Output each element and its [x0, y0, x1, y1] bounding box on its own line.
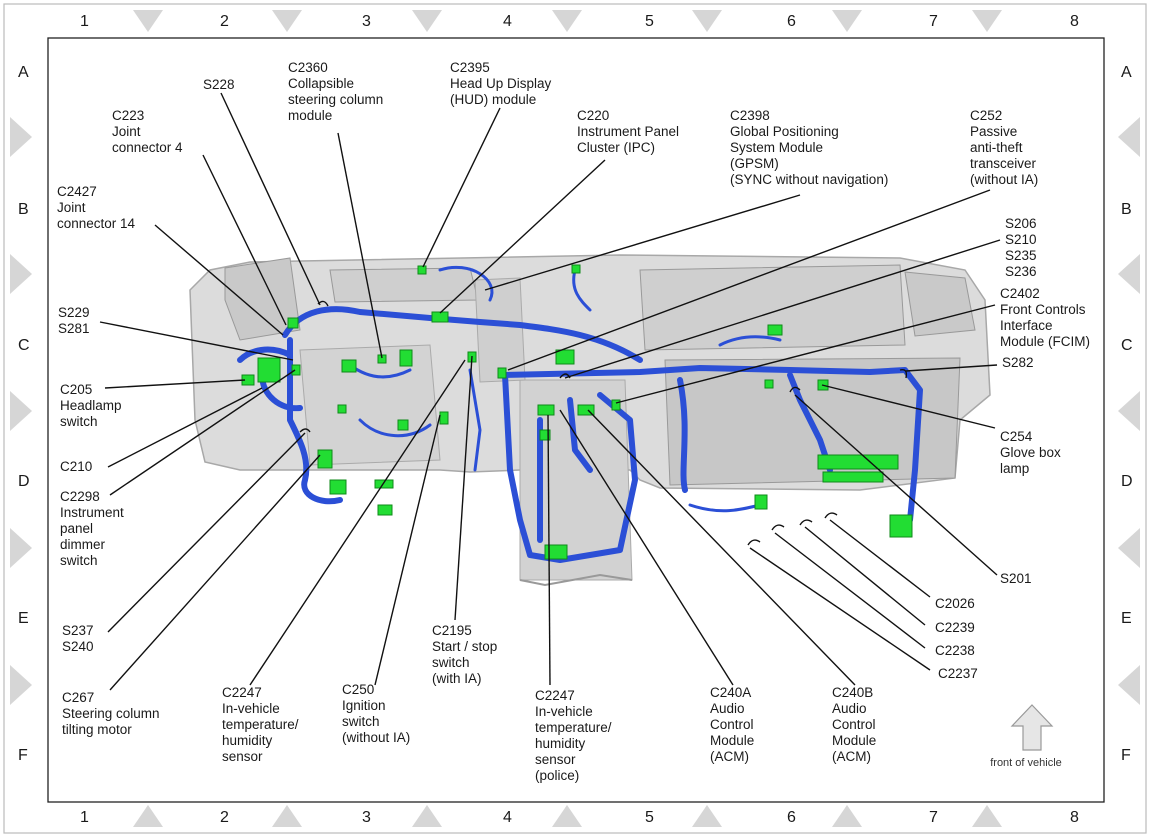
label-c267: C267 Steering column tilting motor	[62, 690, 163, 737]
component-labels: S228 C223 Joint connector 4 C2360 Collap…	[57, 60, 1090, 783]
label-c2402: C2402 Front Controls Interface Module (F…	[1000, 286, 1090, 349]
grid-col-8: 8	[1070, 13, 1079, 30]
label-s237: S237 S240	[62, 623, 97, 654]
label-c2239: C2239	[935, 620, 975, 635]
grid-column-labels-bottom: 1 2 3 4 5 6 7 8	[80, 809, 1079, 826]
grid-row-labels-right: A B C D E F	[1121, 64, 1133, 764]
label-c250: C250 Ignition switch (without IA)	[342, 682, 410, 745]
grid-row-f: F	[18, 747, 28, 764]
grid-col-4: 4	[503, 13, 512, 30]
grid-row-f-right: F	[1121, 747, 1131, 764]
grid-col-6-bottom: 6	[787, 809, 796, 826]
label-c2427: C2427 Joint connector 14	[57, 184, 136, 231]
label-s229: S229 S281	[58, 305, 93, 336]
grid-col-4-bottom: 4	[503, 809, 512, 826]
grid-col-2: 2	[220, 13, 229, 30]
grid-col-3: 3	[362, 13, 371, 30]
grid-column-labels-top: 1 2 3 4 5 6 7 8	[80, 13, 1079, 30]
label-c2360: C2360 Collapsible steering column module	[288, 60, 387, 123]
grid-col-8-bottom: 8	[1070, 809, 1079, 826]
label-c2247-a: C2247 In-vehicle temperature/ humidity s…	[222, 685, 302, 764]
grid-col-1: 1	[80, 13, 89, 30]
label-c2237: C2237	[938, 666, 978, 681]
label-s206: S206 S210 S235 S236	[1005, 216, 1040, 279]
label-c2395: C2395 Head Up Display (HUD) module	[450, 60, 555, 107]
grid-row-a-right: A	[1121, 64, 1132, 81]
label-c254: C254 Glove box lamp	[1000, 429, 1065, 476]
grid-col-5-bottom: 5	[645, 809, 654, 826]
grid-row-b-right: B	[1121, 201, 1132, 218]
up-arrow-icon	[1010, 704, 1054, 751]
grid-col-3-bottom: 3	[362, 809, 371, 826]
front-of-vehicle-indicator: front of vehicle	[990, 704, 1062, 769]
label-c205: C205 Headlamp switch	[60, 382, 125, 429]
label-c240b: C240B Audio Control Module (ACM)	[832, 685, 880, 764]
grid-markers	[10, 10, 1140, 827]
label-c2195: C2195 Start / stop switch (with IA)	[432, 623, 501, 686]
label-s201: S201	[1000, 571, 1032, 586]
leader-lines	[99, 92, 1001, 691]
grid-col-6: 6	[787, 13, 796, 30]
grid-col-7: 7	[929, 13, 938, 30]
grid-col-1-bottom: 1	[80, 809, 89, 826]
grid-col-5: 5	[645, 13, 654, 30]
grid-row-b: B	[18, 201, 29, 218]
label-c252: C252 Passive anti-theft transceiver (wit…	[970, 108, 1040, 187]
grid-row-d-right: D	[1121, 473, 1133, 490]
label-c223: C223 Joint connector 4	[112, 108, 183, 155]
label-c2298: C2298 Instrument panel dimmer switch	[60, 489, 128, 568]
label-c2398: C2398 Global Positioning System Module (…	[730, 108, 888, 187]
grid-row-labels-left: A B C D E F	[18, 64, 30, 764]
grid-row-a: A	[18, 64, 29, 81]
grid-col-7-bottom: 7	[929, 809, 938, 826]
front-of-vehicle-label: front of vehicle	[990, 757, 1062, 769]
grid-col-2-bottom: 2	[220, 809, 229, 826]
label-c220: C220 Instrument Panel Cluster (IPC)	[577, 108, 683, 155]
label-c240a: C240A Audio Control Module (ACM)	[710, 685, 758, 764]
label-c2026: C2026	[935, 596, 975, 611]
label-c2247-b: C2247 In-vehicle temperature/ humidity s…	[535, 688, 615, 783]
label-c210: C210	[60, 459, 92, 474]
label-s228: S228	[203, 77, 235, 92]
grid-row-c-right: C	[1121, 337, 1133, 354]
label-c2238: C2238	[935, 643, 975, 658]
label-s282: S282	[1002, 355, 1034, 370]
grid-row-e-right: E	[1121, 610, 1132, 627]
grid-row-c: C	[18, 337, 30, 354]
grid-row-d: D	[18, 473, 30, 490]
grid-row-e: E	[18, 610, 29, 627]
